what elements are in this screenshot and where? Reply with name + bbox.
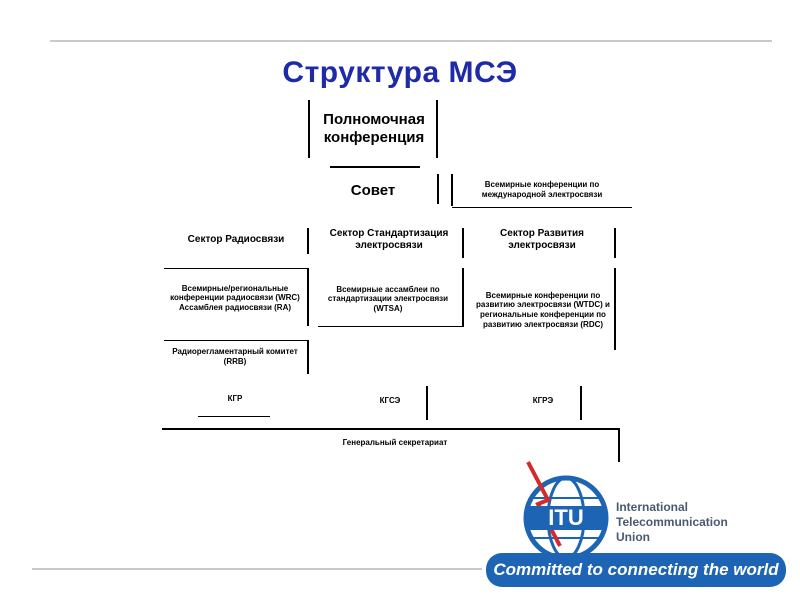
itu-name-line1: International: [616, 500, 689, 514]
bottom-rule: [32, 568, 482, 570]
wcit-label: Всемирные конференции по международной э…: [481, 180, 603, 199]
wcit-box: Всемирные конференции по международной э…: [454, 176, 630, 204]
itu-name: International Telecommunication Union: [616, 500, 728, 545]
page-title: Структура МСЭ: [282, 56, 518, 89]
slogan-text: Committed to connecting the world: [493, 560, 779, 579]
development-title-right-bar: [614, 228, 616, 258]
plenipotentiary-label: Полномочная конференция: [323, 111, 425, 146]
rrb-top-line: [164, 340, 308, 341]
plenipotentiary-box: Полномочная конференция: [312, 102, 436, 156]
kgse-label: КГСЭ: [379, 396, 401, 405]
radio-conf-top-line: [164, 268, 308, 269]
rrb-right-bar: [307, 340, 309, 374]
standardization-title-right-bar: [462, 228, 464, 258]
secretariat-box: Генеральный секретариат: [300, 438, 490, 452]
wtsa-label: Всемирные ассамблеи по стандартизации эл…: [327, 284, 449, 313]
radio-sector-title: Сектор Радиосвязи: [187, 234, 285, 245]
itu-abbr: ITU: [548, 505, 583, 530]
itu-name-line3: Union: [616, 530, 650, 544]
top-rule: [50, 40, 772, 42]
kgre-label: КГРЭ: [532, 396, 554, 405]
itu-logo: ITU: [523, 461, 609, 560]
wtdc-label: Всемирные конференции по развитию электр…: [476, 290, 610, 329]
wtsa-right-bar: [462, 268, 464, 326]
wtsa-bottom-line: [318, 326, 464, 327]
rrb-box: Радиорегламентарный комитет (RRB): [166, 344, 304, 370]
kgr-box: КГР: [200, 394, 270, 408]
council-right-bar: [437, 174, 439, 204]
wtdc-right-bar: [614, 268, 616, 350]
kgse-box: КГСЭ: [356, 396, 424, 410]
wcit-bottom-line: [452, 207, 632, 208]
plenipotentiary-left-bar: [308, 100, 310, 158]
radio-conf-right-bar: [307, 268, 309, 326]
radio-conferences-box: Всемирные/региональные конференции радио…: [166, 272, 304, 324]
rrb-label: Радиорегламентарный комитет (RRB): [172, 347, 298, 366]
secretariat-label: Генеральный секретариат: [342, 438, 448, 447]
council-box: Совет: [310, 176, 436, 206]
wcit-left-bar: [451, 174, 453, 206]
itu-badge: [526, 506, 606, 530]
slogan-banner: Committed to connecting the world: [486, 553, 786, 587]
wtdc-box: Всемирные конференции по развитию электр…: [474, 272, 612, 348]
kgre-right-bar: [580, 386, 582, 420]
radio-title-right-bar: [307, 228, 309, 254]
radio-conferences-label: Всемирные/региональные конференции радио…: [170, 283, 300, 312]
kgre-box: КГРЭ: [508, 396, 578, 410]
development-sector-title: Сектор Развития электросвязи: [500, 228, 584, 251]
council-label: Совет: [350, 182, 396, 199]
standardization-sector-title: Сектор Стандартизация электросвязи: [329, 228, 449, 251]
council-top-line: [330, 166, 420, 168]
plenipotentiary-right-bar: [436, 100, 438, 158]
itu-name-line2: Telecommunication: [616, 515, 728, 529]
kgr-bottom-line: [198, 416, 270, 417]
kgr-label: КГР: [227, 394, 243, 403]
secretariat-top-line: [162, 428, 620, 430]
kgse-right-bar: [426, 386, 428, 420]
secretariat-right-bar: [618, 428, 620, 462]
wtsa-box: Всемирные ассамблеи по стандартизации эл…: [320, 274, 456, 324]
